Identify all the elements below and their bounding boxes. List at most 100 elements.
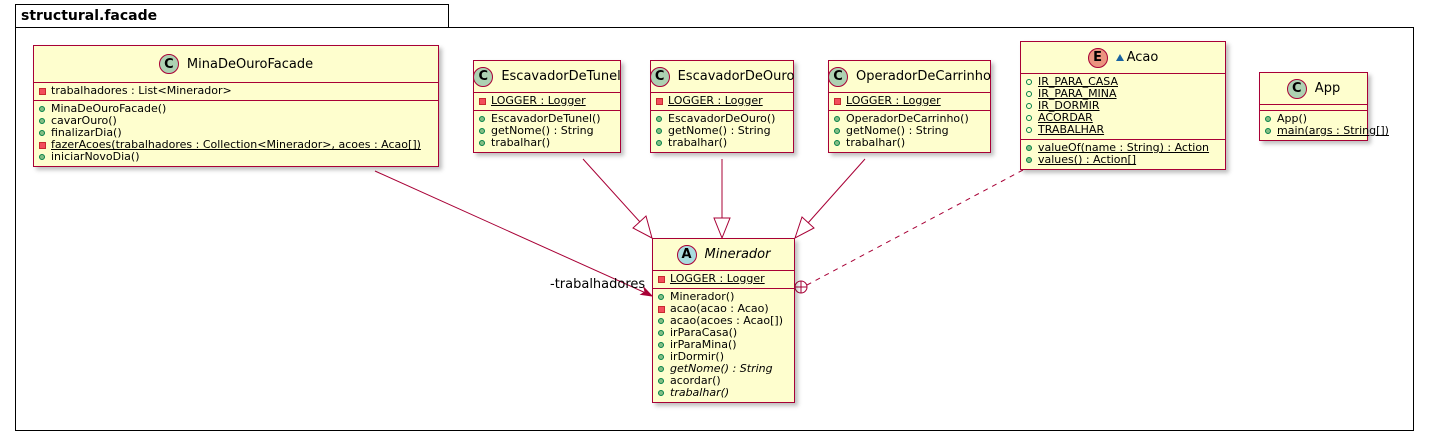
- public-visibility-icon: [39, 106, 48, 112]
- member-text: finalizarDia(): [51, 126, 122, 139]
- fields-section: LOGGER : Logger: [653, 271, 794, 289]
- member-text: valueOf(name : String) : Action: [1038, 141, 1210, 154]
- method-row: finalizarDia(): [34, 127, 438, 139]
- public-visibility-icon: [834, 128, 843, 134]
- association-line: [374, 170, 649, 295]
- class-name: Minerador: [704, 247, 771, 262]
- method-row: EscavadorDeTunel(): [474, 113, 620, 125]
- member-text: TRABALHAR: [1038, 123, 1105, 136]
- method-row: trabalhar(): [653, 387, 794, 399]
- method-row: acordar(): [653, 375, 794, 387]
- member-text: MinaDeOuroFacade(): [51, 102, 167, 115]
- public-visibility-icon: [479, 140, 488, 146]
- member-text: getNome() : String: [668, 124, 771, 137]
- public-visibility-icon: [1026, 127, 1035, 133]
- field-row: LOGGER : Logger: [829, 95, 990, 107]
- field-row: TRABALHAR: [1021, 124, 1225, 136]
- field-row: trabalhadores : List<Minerador>: [34, 85, 438, 97]
- class-name: OperadorDeCarrinho: [856, 69, 991, 84]
- public-visibility-icon: [1026, 79, 1035, 85]
- public-visibility-icon: [479, 128, 488, 134]
- field-row: IR_DORMIR: [1021, 100, 1225, 112]
- package-visibility-icon: [1115, 54, 1124, 61]
- member-text: irParaMina(): [670, 338, 737, 351]
- member-text: IR_PARA_CASA: [1038, 75, 1118, 88]
- member-text: LOGGER : Logger: [668, 94, 763, 107]
- private-visibility-icon: [658, 275, 667, 283]
- nested-line: [806, 169, 1024, 286]
- method-row: trabalhar(): [474, 137, 620, 149]
- member-text: IR_PARA_MINA: [1038, 87, 1117, 100]
- public-visibility-icon: [658, 330, 667, 336]
- member-text: values() : Action[]: [1038, 153, 1137, 166]
- private-visibility-icon: [479, 97, 488, 105]
- member-text: trabalhar(): [846, 136, 906, 149]
- association-arrowhead: [639, 285, 654, 297]
- field-row: LOGGER : Logger: [653, 273, 794, 285]
- private-visibility-icon: [656, 97, 665, 105]
- method-row: getNome() : String: [651, 125, 793, 137]
- public-visibility-icon: [834, 140, 843, 146]
- member-text: trabalhar(): [491, 136, 551, 149]
- fields-section: [1260, 105, 1367, 111]
- fields-section: trabalhadores : List<Minerador>: [34, 83, 438, 101]
- inheritance-line-carrinho: [807, 158, 866, 224]
- stereotype-icon: C: [473, 66, 494, 87]
- member-text: trabalhadores : List<Minerador>: [51, 84, 232, 97]
- method-row: getNome() : String: [474, 125, 620, 137]
- class-name: MinaDeOuroFacade: [186, 56, 314, 72]
- member-text: OperadorDeCarrinho(): [846, 112, 969, 125]
- association-label: -trabalhadores: [550, 277, 646, 292]
- member-text: LOGGER : Logger: [491, 94, 586, 107]
- method-row: MinaDeOuroFacade(): [34, 103, 438, 115]
- member-text: App(): [1277, 112, 1308, 125]
- public-visibility-icon: [1265, 116, 1274, 122]
- package-tab: structural.facade: [15, 4, 449, 27]
- public-visibility-icon: [658, 318, 667, 324]
- public-visibility-icon: [39, 130, 48, 136]
- method-row: getNome() : String: [653, 363, 794, 375]
- member-text: EscavadorDeTunel(): [491, 112, 601, 125]
- method-row: getNome() : String: [829, 125, 990, 137]
- stereotype-icon: C: [1286, 78, 1307, 99]
- method-row: trabalhar(): [829, 137, 990, 149]
- class-header: A Minerador: [653, 239, 794, 271]
- method-row: OperadorDeCarrinho(): [829, 113, 990, 125]
- public-visibility-icon: [658, 342, 667, 348]
- private-visibility-icon: [834, 97, 843, 105]
- public-visibility-icon: [39, 154, 48, 160]
- methods-section: App()main(args : String[]): [1260, 111, 1389, 140]
- member-text: getNome() : String: [491, 124, 594, 137]
- public-visibility-icon: [1026, 103, 1035, 109]
- method-row: acao(acao : Acao): [653, 303, 794, 315]
- method-row: values() : Action[]: [1021, 154, 1225, 166]
- public-visibility-icon: [658, 390, 667, 396]
- member-text: EscavadorDeOuro(): [668, 112, 776, 125]
- method-row: irParaMina(): [653, 339, 794, 351]
- member-text: getNome() : String: [670, 362, 773, 375]
- stereotype-icon: A: [676, 244, 697, 265]
- method-row: cavarOuro(): [34, 115, 438, 127]
- field-row: IR_PARA_MINA: [1021, 88, 1225, 100]
- public-visibility-icon: [1026, 145, 1035, 151]
- public-visibility-icon: [1026, 115, 1035, 121]
- public-visibility-icon: [1026, 157, 1035, 163]
- member-text: acordar(): [670, 374, 721, 387]
- member-text: Minerador(): [670, 290, 735, 303]
- member-text: LOGGER : Logger: [846, 94, 941, 107]
- stereotype-icon: E: [1087, 47, 1108, 68]
- private-visibility-icon: [39, 141, 48, 149]
